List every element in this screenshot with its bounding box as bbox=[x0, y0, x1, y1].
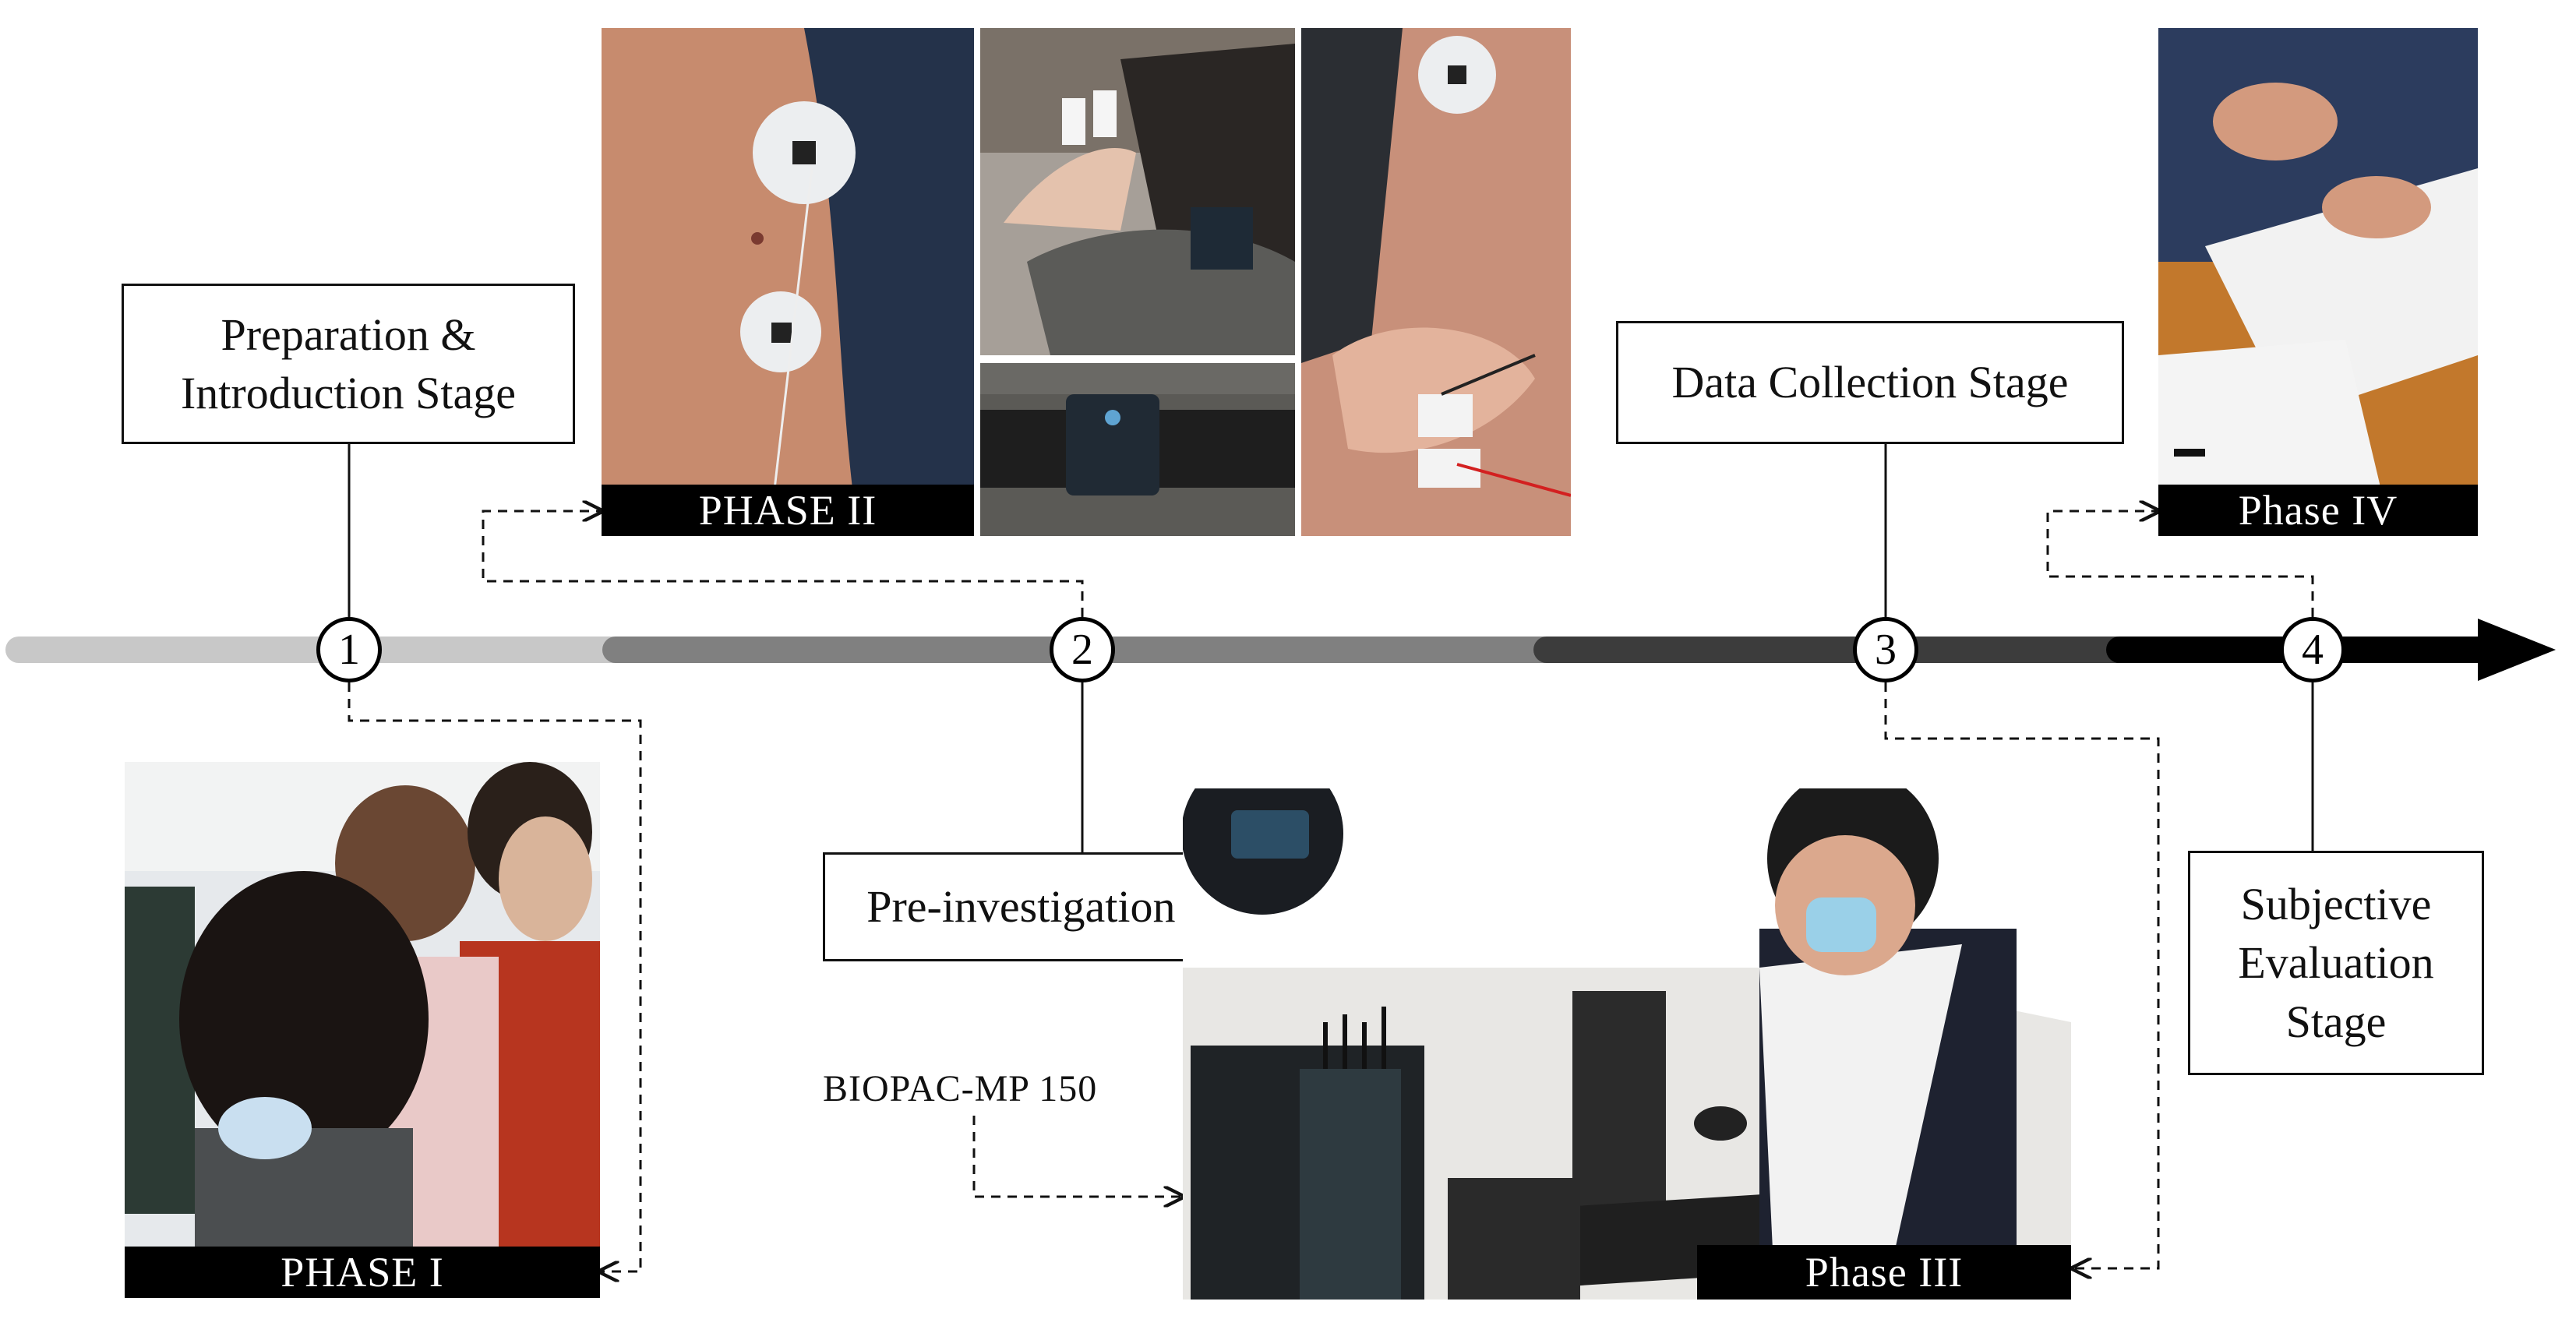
timeline-node-4: 4 bbox=[2280, 617, 2345, 682]
subjective-evaluation-stage-box: Subjective Evaluation Stage bbox=[2188, 851, 2484, 1075]
phase-1-photo: PHASE I bbox=[125, 762, 600, 1298]
phase-2-photo-hand bbox=[1301, 28, 1571, 536]
timeline-arrowhead bbox=[2478, 619, 2556, 681]
preparation-stage-label: Preparation & Introduction Stage bbox=[180, 309, 517, 418]
dashed-arrow-phase-1 bbox=[348, 682, 642, 1271]
timeline-node-3: 3 bbox=[1853, 617, 1918, 682]
phase-2-photo-chest: PHASE II bbox=[602, 28, 974, 536]
subjective-evaluation-stage-label: Subjective Evaluation Stage bbox=[2238, 878, 2434, 1047]
phase-1-caption: PHASE I bbox=[125, 1247, 600, 1298]
dashed-arrow-biopac bbox=[972, 1116, 1183, 1197]
phase-3-caption: Phase III bbox=[1697, 1245, 2071, 1300]
phase-2-caption: PHASE II bbox=[602, 485, 974, 536]
timeline-node-1: 1 bbox=[316, 617, 382, 682]
phase-4-photo: Phase IV bbox=[2158, 28, 2478, 536]
dashed-arrow-phase-3 bbox=[1884, 682, 2160, 1268]
preparation-stage-box: Preparation & Introduction Stage bbox=[122, 284, 575, 444]
phase-2-photo-fingers bbox=[980, 28, 1295, 355]
phase-4-caption: Phase IV bbox=[2158, 485, 2478, 536]
timeline-node-2: 2 bbox=[1050, 617, 1115, 682]
data-collection-stage-box: Data Collection Stage bbox=[1616, 321, 2124, 444]
biopac-label: BIOPAC-MP 150 bbox=[823, 1068, 1098, 1109]
timeline-bar bbox=[5, 619, 2556, 681]
dashed-arrow-phase-2 bbox=[482, 511, 1084, 617]
phase-3-photo: Phase III bbox=[1183, 788, 2071, 1300]
data-collection-stage-label: Data Collection Stage bbox=[1671, 357, 2069, 408]
phase-2-photo-device bbox=[980, 363, 1295, 536]
